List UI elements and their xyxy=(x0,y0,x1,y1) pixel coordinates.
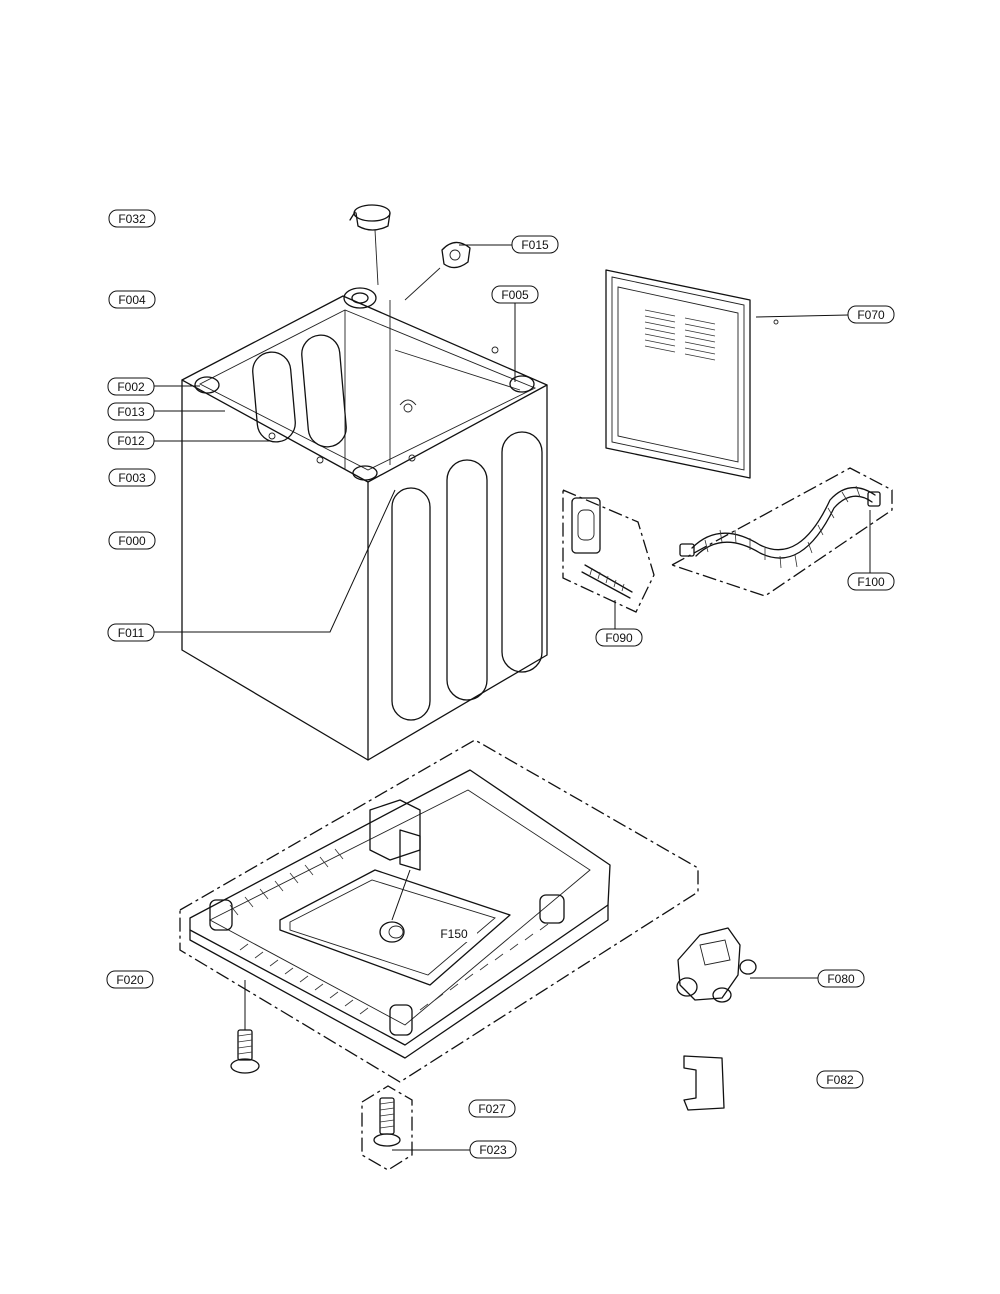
leader-lines xyxy=(152,244,849,1151)
label-f100-text: F100 xyxy=(857,575,885,589)
label-f080: F080 xyxy=(817,969,865,988)
base-frame-part xyxy=(179,739,699,1083)
label-f005-text: F005 xyxy=(501,288,529,302)
leveling-leg-f023 xyxy=(361,1085,413,1171)
label-f100: F100 xyxy=(847,572,895,591)
label-f002: F002 xyxy=(107,377,155,396)
label-f000: F000 xyxy=(108,531,156,550)
label-f070: F070 xyxy=(847,305,895,324)
inlet-valve-part xyxy=(676,927,757,1003)
label-f150: F150 xyxy=(431,925,477,942)
label-f070-text: F070 xyxy=(857,308,885,322)
label-f082-text: F082 xyxy=(826,1073,854,1087)
label-f004-text: F004 xyxy=(118,293,146,307)
label-f013-text: F013 xyxy=(117,405,145,419)
label-f015-text: F015 xyxy=(521,238,549,252)
label-f003-text: F003 xyxy=(118,471,146,485)
label-f027-text: F027 xyxy=(478,1102,506,1116)
label-f000-text: F000 xyxy=(118,534,146,548)
rear-panel-part xyxy=(605,269,779,479)
label-f090-text: F090 xyxy=(605,631,633,645)
label-f012: F012 xyxy=(107,431,155,450)
leveling-leg-left xyxy=(230,980,260,1074)
label-f027: F027 xyxy=(468,1099,516,1118)
label-f020-text: F020 xyxy=(116,973,144,987)
drain-hose-part xyxy=(670,467,893,597)
label-f023: F023 xyxy=(469,1140,517,1159)
label-f011: F011 xyxy=(107,623,155,642)
label-f012-text: F012 xyxy=(117,434,145,448)
label-f080-text: F080 xyxy=(827,972,855,986)
label-f004: F004 xyxy=(108,290,156,309)
label-f011-text: F011 xyxy=(118,626,145,640)
inlet-bracket-part xyxy=(562,489,655,613)
label-f005: F005 xyxy=(491,285,539,304)
label-f023-text: F023 xyxy=(479,1143,507,1157)
cap-part xyxy=(404,241,471,301)
label-f150-text: F150 xyxy=(440,927,468,941)
label-f090: F090 xyxy=(595,628,643,647)
label-f002-text: F002 xyxy=(117,380,145,394)
label-f032: F032 xyxy=(108,209,156,228)
label-f020: F020 xyxy=(106,970,154,989)
bracket-part xyxy=(683,1055,725,1111)
label-f082: F082 xyxy=(816,1070,864,1089)
label-f015: F015 xyxy=(511,235,559,254)
label-f013: F013 xyxy=(107,402,155,421)
hinge-clip-part xyxy=(349,204,391,286)
callout-labels: F032 F015 F004 F005 F070 F002 F013 F012 xyxy=(106,209,895,1159)
label-f032-text: F032 xyxy=(118,212,146,226)
cabinet-part xyxy=(181,287,548,761)
label-f003: F003 xyxy=(108,468,156,487)
